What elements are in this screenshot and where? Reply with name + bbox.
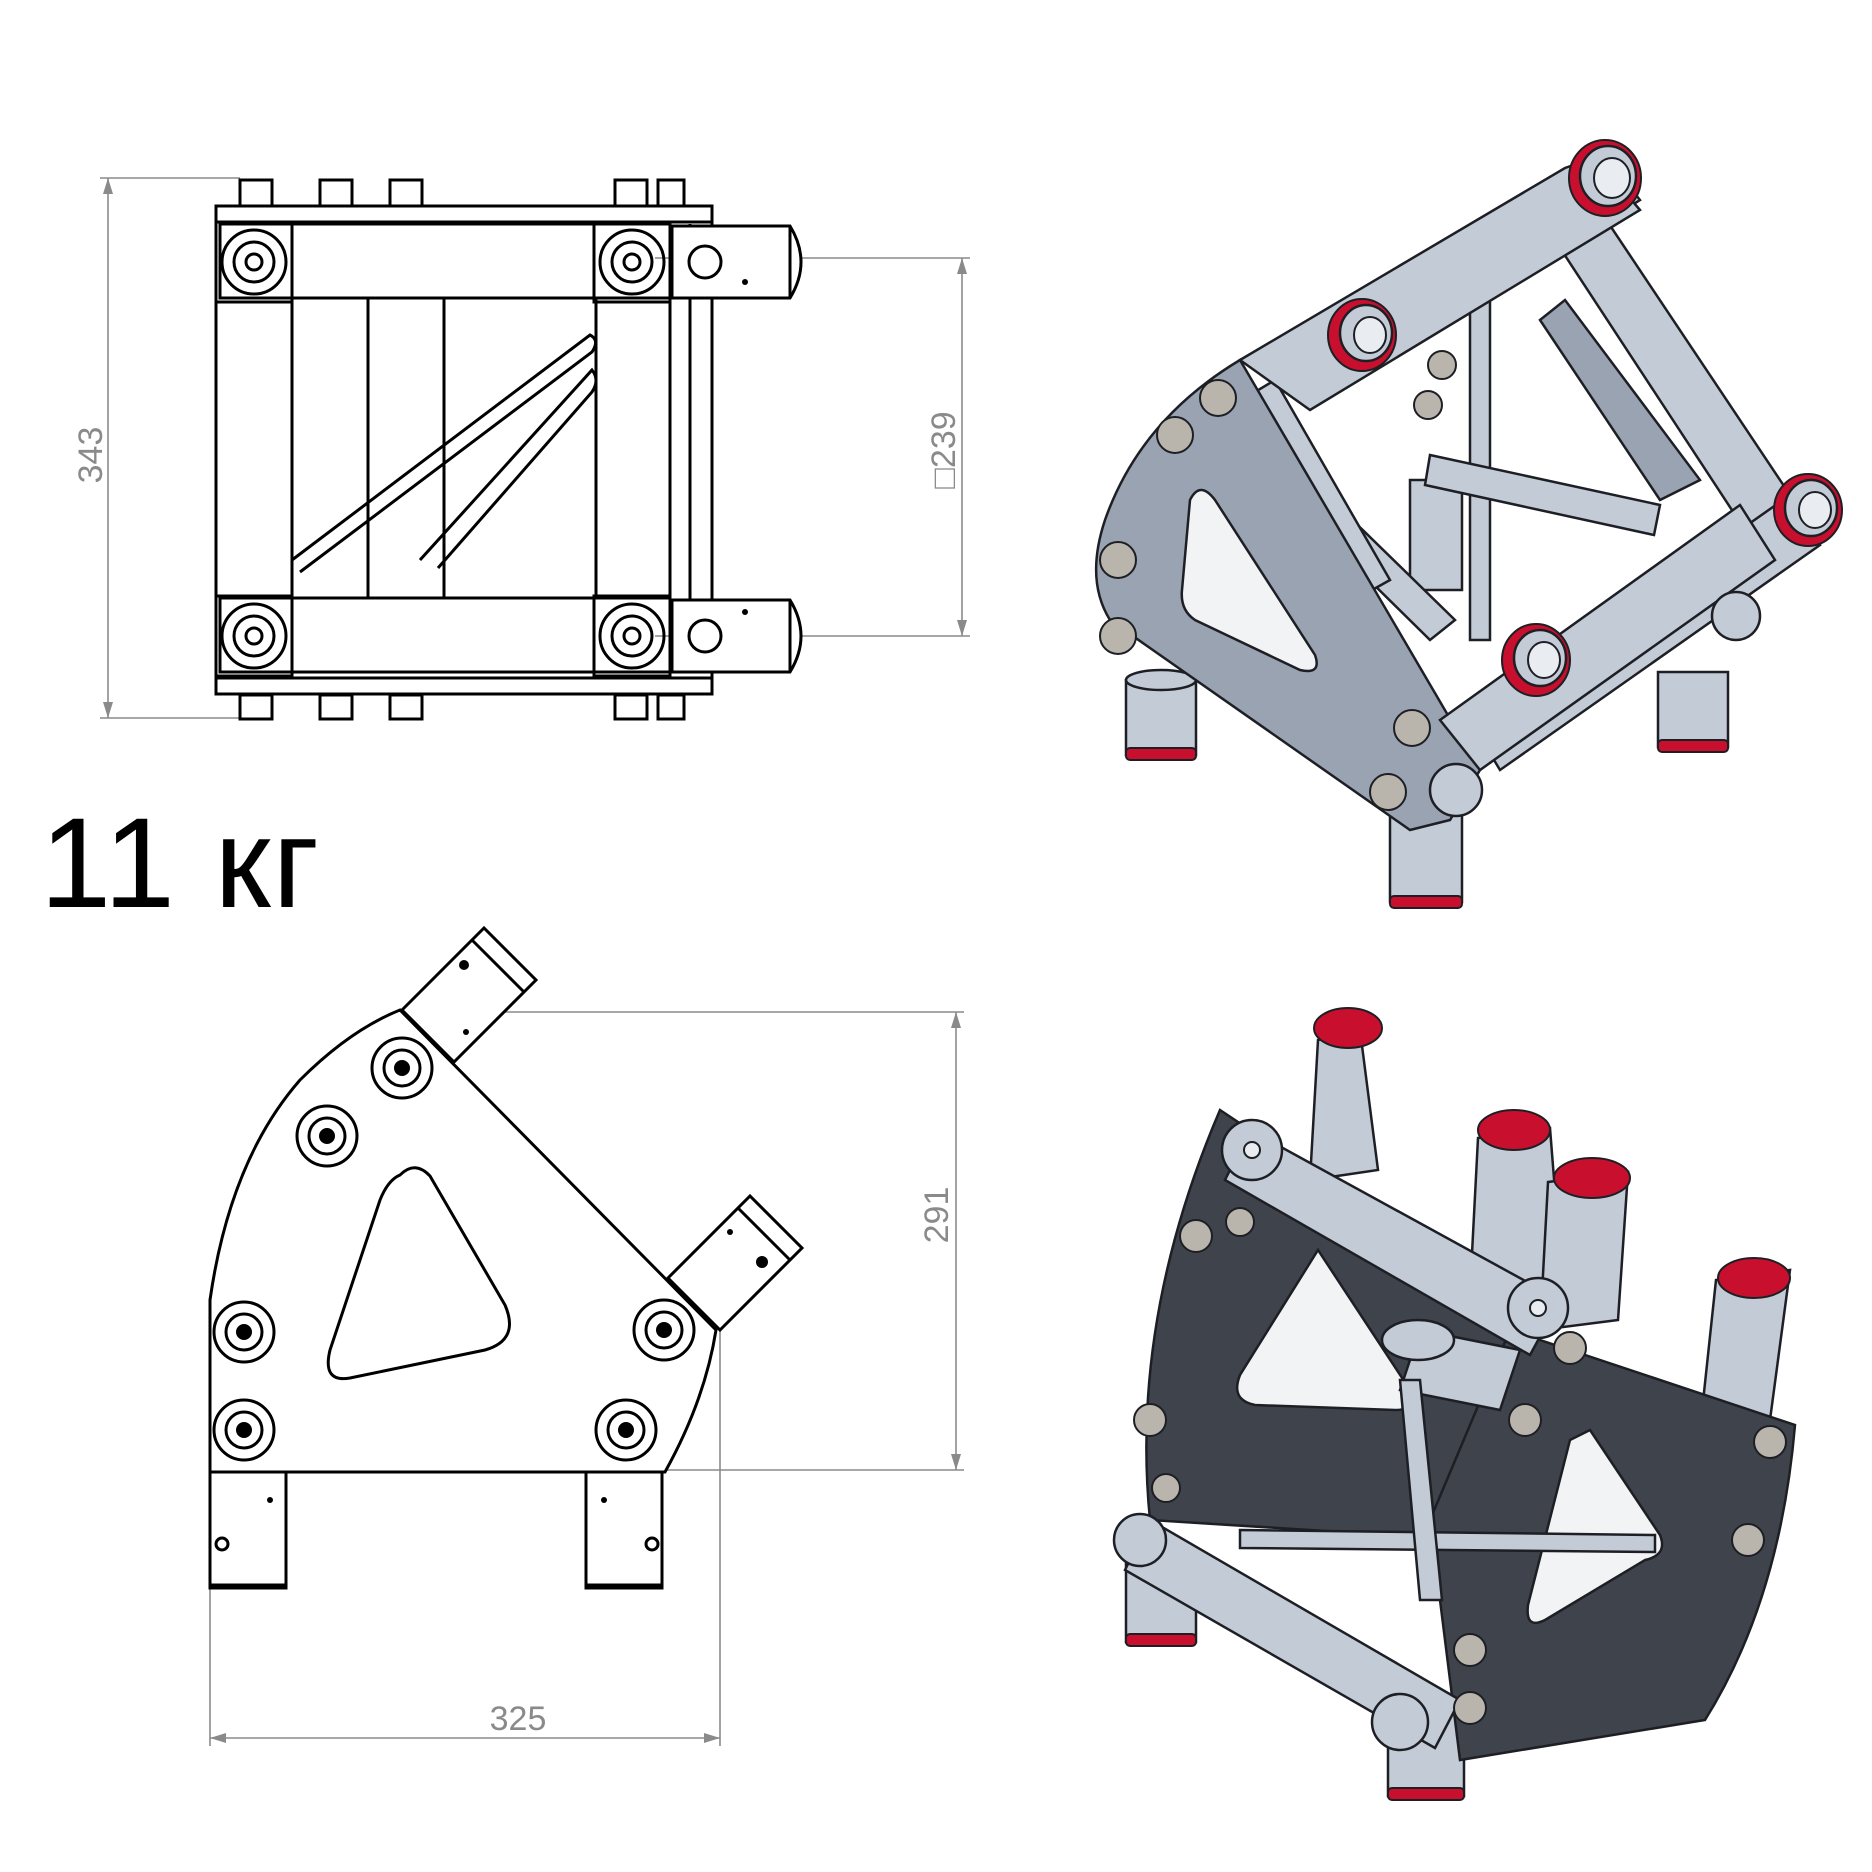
top-view-node-tl	[214, 220, 294, 304]
side-view-foot-left	[208, 1470, 288, 1590]
isometric-view-top	[1094, 139, 1843, 909]
top-view-node-bl	[214, 594, 294, 678]
iso2-upper-pins	[1308, 1007, 1792, 1432]
iso1-bolts	[1099, 350, 1457, 811]
iso2-node-discs	[1112, 1118, 1570, 1752]
top-view-pin-lower	[670, 598, 803, 674]
side-plate-outline	[208, 1008, 718, 1474]
dimension-325-label: 325	[490, 1700, 547, 1738]
top-view-pin-upper	[670, 224, 803, 300]
top-view-node-tr	[592, 220, 672, 304]
side-view-foot-right	[584, 1470, 664, 1590]
iso1-end-caps	[1327, 139, 1843, 697]
iso2-bolts	[1133, 1207, 1787, 1725]
side-view-pin-top	[399, 925, 539, 1065]
top-view-drawing: 343 □239	[72, 177, 970, 721]
side-plate-bolts	[212, 1036, 696, 1462]
isometric-view-bottom	[1112, 1007, 1797, 1801]
top-view-node-br	[592, 594, 672, 678]
dimension-343-label: 343	[72, 427, 110, 484]
dimension-239-label: □239	[925, 411, 963, 488]
dimension-343: 343	[72, 177, 240, 719]
top-bolt-row	[238, 178, 686, 721]
dimension-291-label: 291	[918, 1187, 956, 1244]
weight-label: 11 кг	[40, 792, 322, 935]
side-view-pin-right	[665, 1193, 805, 1333]
side-view-drawing: 291 325	[208, 925, 964, 1746]
side-plate-cutout	[326, 1166, 511, 1381]
dimension-325: 325	[209, 1330, 721, 1746]
dimension-239: □239	[655, 257, 970, 637]
